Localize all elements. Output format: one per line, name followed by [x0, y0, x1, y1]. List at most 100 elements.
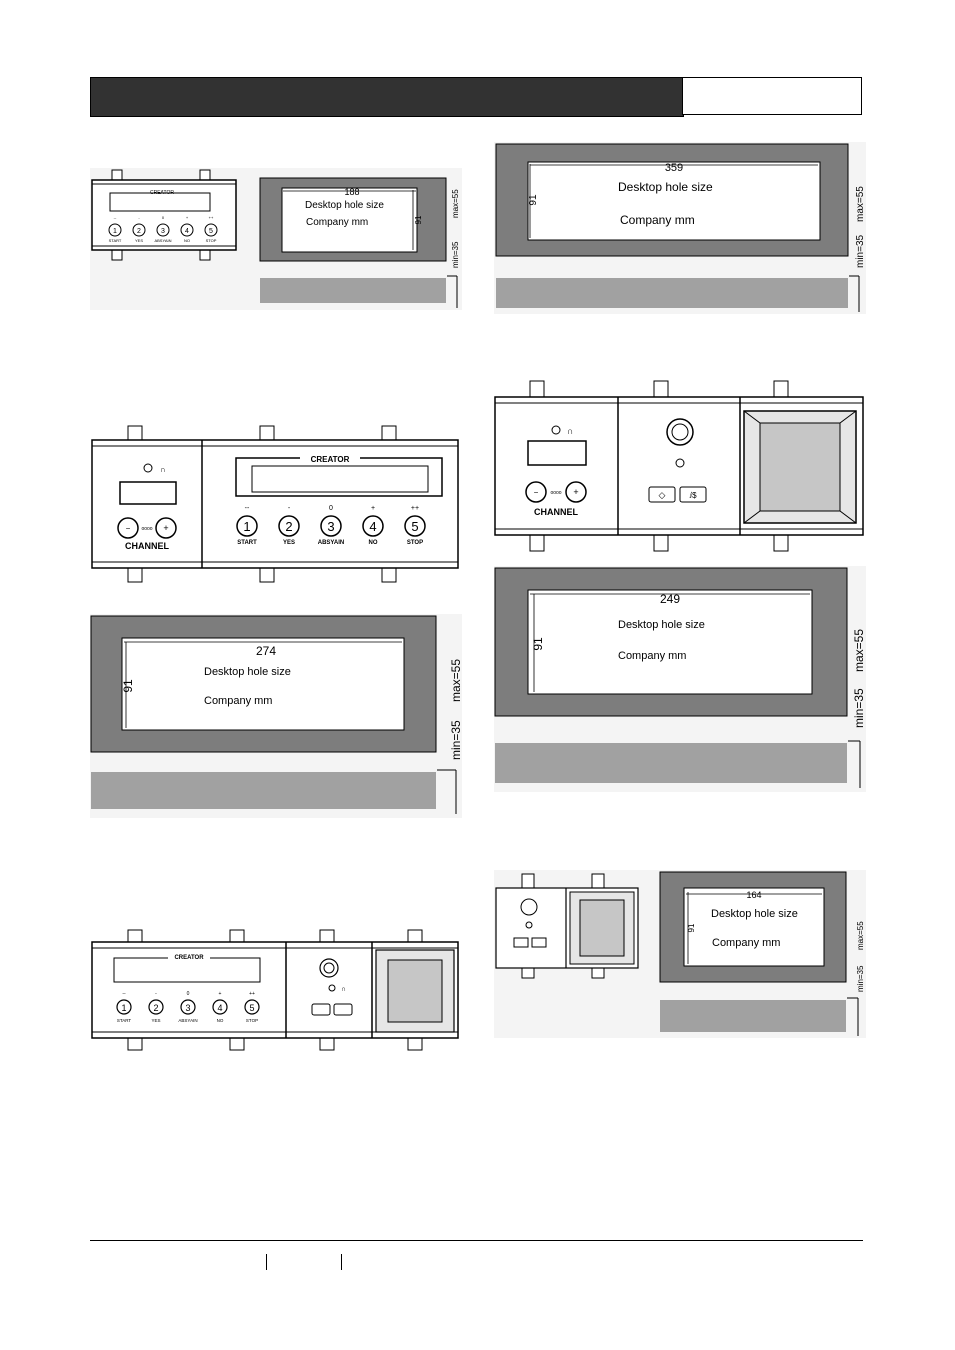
hole-unit: Company mm	[204, 695, 272, 707]
brand-label: CREATOR	[150, 190, 174, 196]
speaker-device	[495, 873, 639, 979]
dimension-width: 164	[746, 890, 761, 900]
vote-number: 3	[185, 1003, 190, 1013]
voting-speaker-vote-buttons: 1 2 3 4 5 -- - 0 + ++ START YES ABSYAIN …	[116, 991, 260, 1023]
vote-name: YES	[283, 540, 295, 546]
figure-hole-274: 274 Desktop hole size Company mm 91 min=…	[90, 614, 462, 818]
min-label: min=35	[855, 234, 866, 268]
headphone-icon: ∩	[160, 465, 166, 474]
svg-text:+: +	[573, 487, 578, 497]
max-label: max=55	[856, 921, 865, 950]
vote-name: STOP	[407, 540, 423, 546]
dimension-height: 91	[414, 215, 423, 224]
vote-number: 5	[249, 1003, 254, 1013]
vote-name: ABSYAIN	[318, 540, 344, 546]
channel-label: CHANNEL	[125, 541, 170, 551]
small-vote-buttons: 1 2 3 4 5 -- - 0 + ++ START YES ABSYAIN …	[108, 215, 218, 243]
svg-text:−: −	[534, 488, 539, 497]
speak-icon: ⅈ$	[689, 491, 697, 500]
figure-combo-unit: ∩ − + oooo CHANNEL ◇ ⅈ$	[494, 377, 866, 555]
vote-name: STOP	[206, 238, 217, 243]
vote-symbol: +	[219, 991, 222, 997]
svg-text:−: −	[126, 524, 131, 533]
vote-name: NO	[369, 540, 378, 546]
vote-name: NO	[184, 238, 190, 243]
min-label: min=35	[451, 241, 460, 268]
dimension-height: 91	[687, 923, 696, 932]
small-voting-device: CREATOR 1 2 3 4 5 -- - 0 + ++ START YES …	[91, 169, 237, 261]
dimension-width: 249	[660, 592, 680, 606]
headphone-icon: ∩	[341, 986, 346, 993]
brand-label: CREATOR	[174, 955, 204, 961]
thickness-bar	[260, 278, 446, 303]
thickness-bar	[495, 743, 847, 783]
max-label: max=55	[852, 629, 866, 672]
header-box	[682, 77, 862, 115]
figure-chairman-unit: ∩ − + oooo CHANNEL CREATOR 1 2 3 4 5 -- …	[90, 422, 462, 590]
vote-symbol: 0	[162, 215, 165, 220]
hole-panel-274: 274 Desktop hole size Company mm 91	[90, 615, 437, 753]
hole-title: Desktop hole size	[618, 180, 713, 194]
max-label: max=55	[855, 186, 866, 222]
vote-symbol: -	[138, 215, 140, 220]
vote-symbol: -	[155, 991, 157, 997]
vote-number: 1	[121, 1003, 126, 1013]
svg-text:oooo: oooo	[141, 526, 152, 532]
figure-hole-249: 249 Desktop hole size Company mm 91 min=…	[494, 566, 866, 792]
voting-speaker-device: CREATOR 1 2 3 4 5 -- - 0 + ++ START YES …	[91, 929, 459, 1051]
vote-symbol: -	[288, 505, 291, 512]
vote-number: 5	[411, 519, 418, 534]
channel-label: CHANNEL	[534, 507, 579, 517]
hole-title: Desktop hole size	[618, 619, 705, 631]
brand-label: CREATOR	[311, 455, 350, 464]
svg-text:+: +	[163, 523, 168, 533]
hole-panel-188: 188 Desktop hole size Company mm 91	[259, 177, 447, 262]
hole-panel-359: 359 Desktop hole size Company mm 91	[495, 143, 849, 257]
vote-number: 1	[113, 228, 117, 235]
hole-title: Desktop hole size	[711, 908, 798, 920]
vote-symbol: ++	[249, 991, 255, 997]
vote-name: STOP	[246, 1018, 258, 1023]
vote-name: ABSYAIN	[154, 238, 171, 243]
dimension-height: 91	[531, 637, 545, 651]
thickness-bar	[660, 1000, 846, 1032]
vote-number: 2	[137, 228, 141, 235]
vote-symbol: +	[186, 215, 189, 220]
figure-voting-speaker-unit: CREATOR 1 2 3 4 5 -- - 0 + ++ START YES …	[90, 928, 462, 1056]
channel-plus-button	[565, 481, 587, 503]
vote-name: START	[237, 540, 257, 546]
min-label: min=35	[449, 720, 462, 760]
hole-unit: Company mm	[712, 937, 780, 949]
channel-minus-button	[117, 517, 139, 539]
dimension-height: 91	[528, 194, 539, 206]
vote-symbol: ++	[411, 505, 419, 512]
max-label: max=55	[451, 189, 460, 218]
headphone-icon: ∩	[567, 426, 573, 436]
hole-title: Desktop hole size	[305, 200, 384, 211]
dimension-width: 188	[344, 187, 359, 197]
vote-number: 3	[327, 519, 334, 534]
vote-symbol: +	[371, 505, 375, 512]
vote-name: YES	[135, 238, 143, 243]
footer-separator	[266, 1254, 267, 1270]
header-bar	[90, 77, 684, 117]
thickness-bar	[496, 278, 848, 308]
thickness-bar	[91, 772, 436, 809]
vote-number: 2	[153, 1003, 158, 1013]
vote-symbol: 0	[329, 505, 333, 512]
vote-name: START	[109, 238, 122, 243]
vote-name: ABSYAIN	[178, 1018, 197, 1023]
vote-number: 4	[185, 228, 189, 235]
vote-name: NO	[217, 1018, 224, 1023]
vote-number: 4	[217, 1003, 222, 1013]
diamond-icon: ◇	[659, 490, 666, 500]
min-label: min=35	[852, 688, 866, 728]
dimension-height: 91	[121, 679, 135, 693]
channel-plus-button	[155, 517, 177, 539]
dimension-width: 274	[256, 644, 276, 658]
chairman-vote-buttons: 1 2 3 4 5 -- - 0 + ++ START YES ABSYAIN …	[236, 505, 426, 546]
vote-number: 1	[243, 519, 250, 534]
vote-symbol: --	[122, 991, 126, 997]
vote-name: START	[117, 1018, 132, 1023]
vote-name: YES	[151, 1018, 160, 1023]
